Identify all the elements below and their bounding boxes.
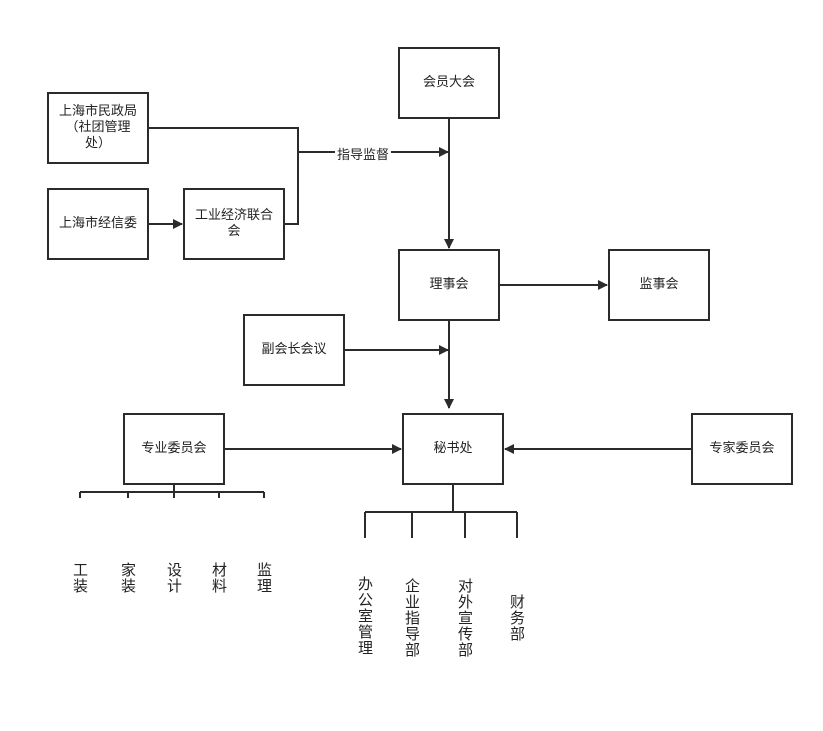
tree-secretariat <box>364 484 518 538</box>
sub-item-jiazhuang: 家装 <box>119 562 137 594</box>
node-council: 理事会 <box>398 249 500 321</box>
node-industrial-federation: 工业经济联合 会 <box>183 188 285 260</box>
sub-item-enterprise: 企业指导部 <box>403 578 421 658</box>
sub-item-sheji: 设计 <box>165 562 183 594</box>
node-supervisory-board: 监事会 <box>608 249 710 321</box>
sub-item-finance: 财务部 <box>508 594 526 642</box>
sub-item-gongzhuang: 工装 <box>71 562 89 594</box>
node-civil-affairs: 上海市民政局 （社团管理 处） <box>47 92 149 164</box>
node-professional-committee: 专业委员会 <box>123 413 225 485</box>
edge-federation-guidance <box>284 152 299 225</box>
tree-professional <box>79 484 265 498</box>
sub-item-jianli: 监理 <box>255 562 273 594</box>
node-economic-commission: 上海市经信委 <box>47 188 149 260</box>
node-expert-committee: 专家委员会 <box>691 413 793 485</box>
sub-item-cailiao: 材料 <box>210 562 228 594</box>
node-secretariat: 秘书处 <box>402 413 504 485</box>
sub-item-publicity: 对外宣传部 <box>456 578 474 658</box>
edge-civil-affairs-guidance <box>148 127 299 152</box>
node-member-assembly: 会员大会 <box>398 47 500 119</box>
sub-item-office: 办公室管理 <box>356 576 374 656</box>
guidance-label: 指导监督 <box>335 144 392 163</box>
node-vice-president-meeting: 副会长会议 <box>243 314 345 386</box>
